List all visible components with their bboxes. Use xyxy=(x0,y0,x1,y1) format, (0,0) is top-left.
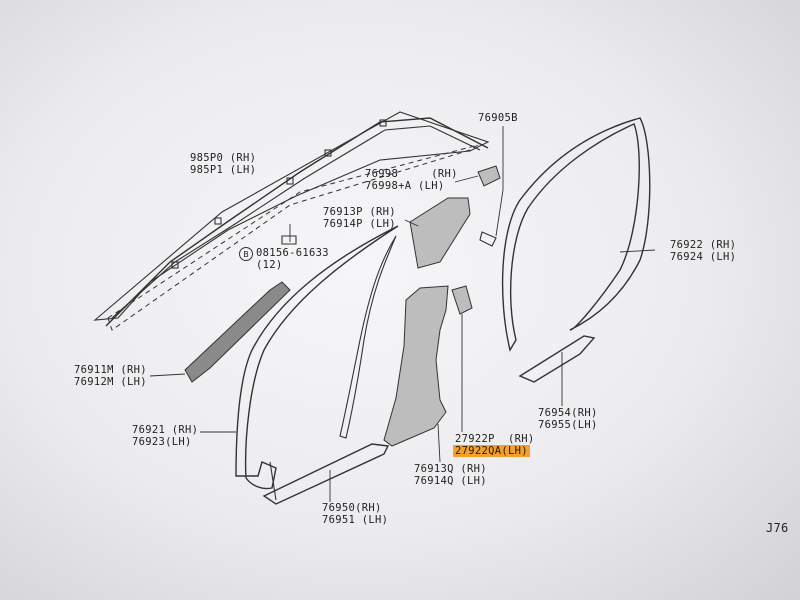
page-code: J76 xyxy=(766,521,789,535)
label-76950: 76950(RH) xyxy=(322,502,382,514)
label-76921: 76921 (RH) xyxy=(132,424,199,436)
weatherstrip-76921 xyxy=(235,225,399,490)
label-76951: 76951 (LH) xyxy=(322,514,389,526)
screw-08156 xyxy=(281,235,297,245)
rail-clips xyxy=(171,119,387,269)
label-08156-qty: (12) xyxy=(256,259,283,271)
headliner-outline xyxy=(107,144,479,331)
part-27922p xyxy=(451,285,473,315)
label-27922p: 27922P (RH) xyxy=(455,433,535,445)
label-76913q: 76913Q (RH) xyxy=(414,463,487,475)
leader-76913p xyxy=(404,219,419,227)
label-985p0: 985P0 (RH) xyxy=(190,152,257,164)
leader-76998 xyxy=(454,175,479,183)
curtain-airbag-985p0 xyxy=(105,117,489,327)
label-27922qa-highlighted: 27922QA(LH) xyxy=(453,445,530,457)
weatherstrip-center xyxy=(339,235,397,439)
pillar-trim-76913q xyxy=(383,285,449,447)
clip-76998 xyxy=(477,165,501,187)
label-76911m: 76911M (RH) xyxy=(74,364,147,376)
label-76998a: 76998+A (LH) xyxy=(365,180,445,192)
label-76922: 76922 (RH) xyxy=(670,239,737,251)
a-pillar-garnish-76911m xyxy=(184,281,291,383)
kick-plate-76950 xyxy=(262,443,390,505)
screw-76905b xyxy=(479,231,497,247)
label-76914q: 76914Q (LH) xyxy=(414,475,487,487)
label-76913p: 76913P (RH) xyxy=(323,206,396,218)
label-76912m: 76912M (LH) xyxy=(74,376,147,388)
label-76955: 76955(LH) xyxy=(538,419,598,431)
leader-76905b xyxy=(495,126,504,237)
label-76923: 76923(LH) xyxy=(132,436,192,448)
leader-76922 xyxy=(619,249,656,253)
pillar-trim-76913p xyxy=(409,197,471,269)
callout-circle-b: B xyxy=(239,247,253,261)
weatherstrip-76922 xyxy=(501,117,651,352)
label-985p1: 985P1 (LH) xyxy=(190,164,257,176)
label-76998: 76998 (RH) xyxy=(365,168,458,180)
label-76914p: 76914P (LH) xyxy=(323,218,396,230)
label-76905b: 76905B xyxy=(478,112,518,124)
sill-trim-76954 xyxy=(518,335,596,383)
leader-76913q xyxy=(437,423,441,463)
label-76954: 76954(RH) xyxy=(538,407,598,419)
kick-plate-76950-inner xyxy=(269,461,277,501)
label-76924: 76924 (LH) xyxy=(670,251,737,263)
leader-76911m xyxy=(149,373,186,377)
label-08156: 08156-61633 xyxy=(256,247,329,259)
